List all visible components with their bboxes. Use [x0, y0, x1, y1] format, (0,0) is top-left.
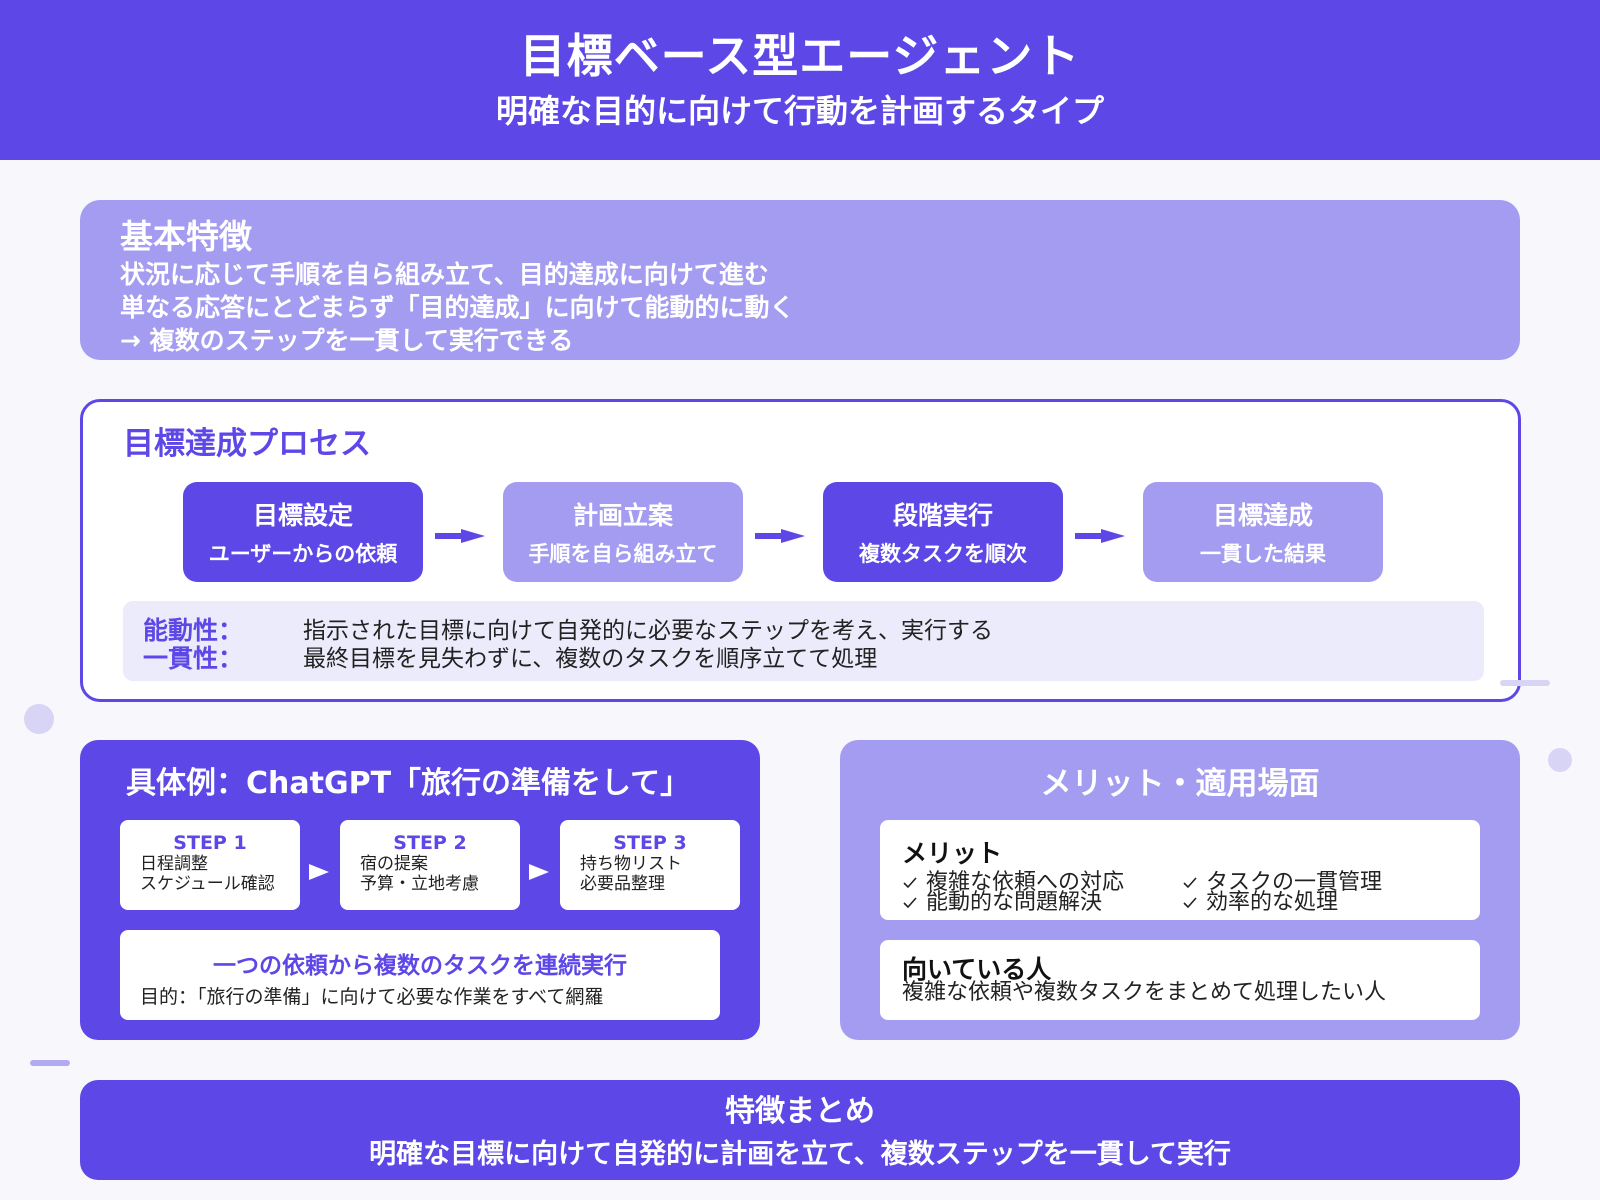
target-box: 向いている人 複雑な依頼や複数タスクをまとめて処理したい人 [880, 940, 1480, 1020]
merit-item-label: 能動的な問題解決 [926, 890, 1103, 915]
trait-value: 最終目標を見失わずに、複数のタスクを順序立てて処理 [303, 646, 878, 672]
arrow-right-icon [755, 529, 805, 543]
process-step-goal-setting: 目標設定 ユーザーからの依頼 [183, 482, 423, 582]
decor-bar [1500, 680, 1550, 686]
arrow-right-icon [529, 864, 549, 880]
trait-key: 一貫性： [143, 644, 244, 673]
example-panel: 具体例：ChatGPT「旅行の準備をして」 STEP 1 日程調整 スケジュール… [80, 740, 760, 1040]
example-summary-box: 一つの依頼から複数のタスクを連続実行 目的：「旅行の準備」に向けて必要な作業をす… [120, 930, 720, 1020]
merit-title: メリット [902, 839, 1003, 868]
header-banner: 目標ベース型エージェント 明確な目的に向けて行動を計画するタイプ [0, 0, 1600, 160]
process-step-achievement: 目標達成 一貫した結果 [1143, 482, 1383, 582]
basic-feature-line: 単なる応答にとどまらず「目的達成」に向けて能動的に動く [120, 293, 795, 322]
example-step-2: STEP 2 宿の提案 予算・立地考慮 [340, 820, 520, 910]
merit-item: タスクの一貫管理 [1182, 872, 1382, 894]
basic-feature-line: → 複数のステップを一貫して実行できる [120, 326, 574, 355]
trait-key: 能動性： [143, 616, 244, 645]
basic-features-card: 基本特徴 状況に応じて手順を自ら組み立て、目的達成に向けて進む 単なる応答にとど… [80, 200, 1520, 360]
example-step-label: STEP 2 [393, 832, 467, 854]
example-step-line: 必要品整理 [580, 874, 665, 894]
process-step-title: 目標設定 [252, 501, 353, 530]
process-heading: 目標達成プロセス [123, 426, 371, 462]
trait-value: 指示された目標に向けて自発的に必要なステップを考え、実行する [303, 618, 993, 644]
merit-item: 能動的な問題解決 [902, 892, 1102, 914]
summary-banner: 特徴まとめ 明確な目標に向けて自発的に計画を立て、複数ステップを一貫して実行 [80, 1080, 1520, 1180]
example-step-line: 予算・立地考慮 [360, 874, 479, 894]
traits-box: 能動性： 指示された目標に向けて自発的に必要なステップを考え、実行する 一貫性：… [123, 601, 1484, 681]
process-step-title: 段階実行 [892, 501, 993, 530]
merit-item-label: 複雑な依頼への対応 [926, 870, 1125, 895]
example-summary-title: 一つの依頼から複数のタスクを連続実行 [213, 953, 627, 979]
example-step-line: 宿の提案 [360, 854, 428, 874]
merit-item-label: 効率的な処理 [1206, 890, 1339, 915]
process-step-desc: 手順を自ら組み立て [528, 542, 718, 566]
basic-features-heading: 基本特徴 [120, 217, 252, 256]
process-step-desc: 一貫した結果 [1200, 542, 1326, 566]
page-title: 目標ベース型エージェント [519, 29, 1081, 83]
example-step-label: STEP 1 [173, 832, 247, 854]
example-step-line: 日程調整 [140, 854, 208, 874]
merit-item: 複雑な依頼への対応 [902, 872, 1124, 894]
decor-bar [30, 1060, 70, 1066]
arrow-right-icon [435, 529, 485, 543]
process-step-title: 目標達成 [1212, 501, 1313, 530]
arrow-right-icon [309, 864, 329, 880]
example-step-1: STEP 1 日程調整 スケジュール確認 [120, 820, 300, 910]
process-step-title: 計画立案 [572, 501, 673, 530]
target-text: 複雑な依頼や複数タスクをまとめて処理したい人 [902, 980, 1387, 1005]
target-title: 向いている人 [902, 955, 1052, 984]
decor-circle [24, 704, 54, 734]
example-heading: 具体例：ChatGPT「旅行の準備をして」 [126, 766, 691, 801]
example-step-3: STEP 3 持ち物リスト 必要品整理 [560, 820, 740, 910]
arrow-right-icon [1075, 529, 1125, 543]
basic-feature-line: 状況に応じて手順を自ら組み立て、目的達成に向けて進む [120, 260, 769, 289]
merit-item: 効率的な処理 [1182, 892, 1338, 914]
check-icon [903, 877, 917, 889]
check-icon [903, 897, 917, 909]
merit-box: メリット 複雑な依頼への対応 能動的な問題解決 タスクの一貫管理 効率的な処理 [880, 820, 1480, 920]
decor-circle [1548, 748, 1572, 772]
merit-panel: メリット・適用場面 メリット 複雑な依頼への対応 能動的な問題解決 タスクの一貫… [840, 740, 1520, 1040]
process-step-planning: 計画立案 手順を自ら組み立て [503, 482, 743, 582]
merit-heading: メリット・適用場面 [1040, 766, 1320, 802]
summary-text: 明確な目標に向けて自発的に計画を立て、複数ステップを一貫して実行 [369, 1139, 1231, 1170]
example-step-label: STEP 3 [613, 832, 687, 854]
process-step-execution: 段階実行 複数タスクを順次 [823, 482, 1063, 582]
check-icon [1183, 897, 1197, 909]
check-icon [1183, 877, 1197, 889]
page-subtitle: 明確な目的に向けて行動を計画するタイプ [495, 92, 1104, 130]
goal-process-panel: 目標達成プロセス 目標設定 ユーザーからの依頼 計画立案 手順を自ら組み立て 段… [80, 399, 1521, 702]
merit-item-label: タスクの一貫管理 [1206, 870, 1383, 895]
example-step-line: 持ち物リスト [580, 854, 682, 874]
example-step-line: スケジュール確認 [140, 874, 275, 894]
example-summary-text: 目的：「旅行の準備」に向けて必要な作業をすべて網羅 [140, 986, 604, 1008]
summary-title: 特徴まとめ [725, 1094, 875, 1129]
process-step-desc: ユーザーからの依頼 [208, 542, 398, 566]
process-step-desc: 複数タスクを順次 [859, 542, 1027, 566]
